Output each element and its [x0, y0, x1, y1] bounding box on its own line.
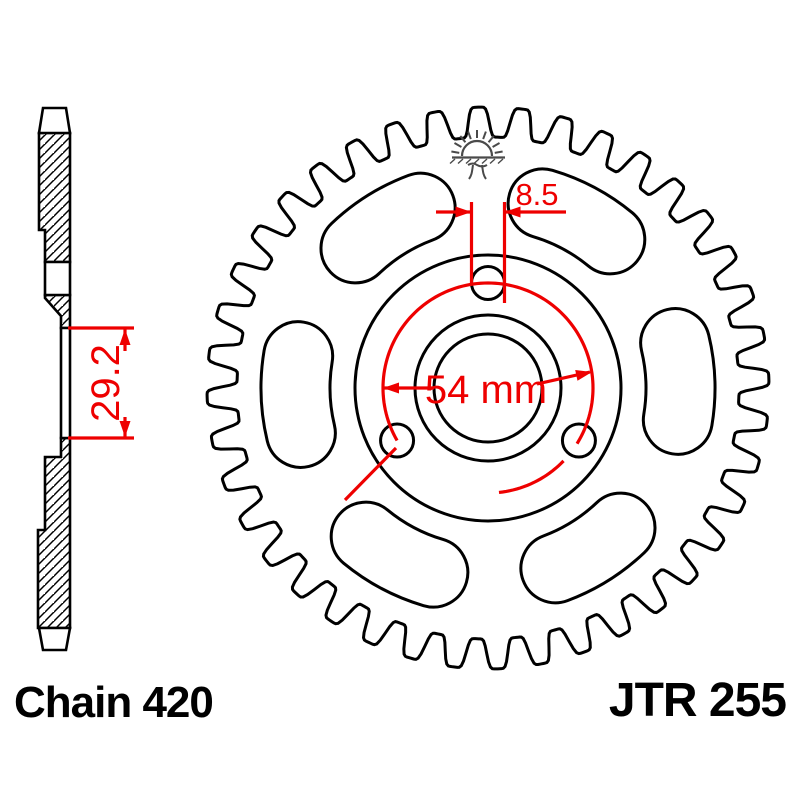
horizon-tick [497, 158, 504, 165]
horizon-tick [489, 158, 496, 165]
horizon-tick [449, 158, 456, 165]
logo-glyph-leg [468, 164, 474, 180]
dimension-annotations [68, 202, 595, 502]
sun-ray [494, 150, 503, 154]
bcd-dim-arrowhead [383, 382, 399, 394]
bolt-hole-diameter-label: 8.5 [515, 177, 558, 212]
section-tooth-cap-bottom [37, 626, 72, 652]
bolt-circle-tail-line [343, 446, 398, 502]
section-bore-window [59, 326, 72, 440]
bore-dim-arrowhead [119, 421, 131, 437]
sun-ray [451, 150, 460, 154]
lightening-slot [506, 167, 647, 276]
horizon-tick [465, 158, 472, 165]
sun-ray [467, 131, 472, 140]
hole-dim-arrowhead [455, 206, 472, 218]
sun-ray [459, 135, 467, 143]
sun-ray [453, 142, 462, 148]
horizon-tick [481, 158, 488, 165]
bore-dim-arrowhead [119, 329, 131, 345]
horizon-tick [457, 158, 464, 165]
cross-section-view [36, 106, 72, 652]
sun-dome [460, 139, 494, 157]
lightening-slot [639, 307, 717, 456]
bolt-circle-arc [381, 281, 595, 445]
lightening-slot [329, 500, 470, 609]
section-lower-band [36, 436, 72, 630]
horizon-tick [473, 158, 480, 165]
section-bolt-hole-window [43, 260, 72, 297]
bore-diameter-label: 29.2 [84, 344, 128, 422]
bcd-dim-arrowhead [575, 369, 592, 381]
bolt-circle-diameter-label: 54 mm [425, 368, 547, 412]
logo-glyph-leg [481, 164, 487, 180]
sun-ray [487, 135, 495, 143]
logo-glyph-bar [467, 162, 488, 168]
sun-ray [482, 131, 487, 140]
sun-ray [492, 142, 501, 148]
lightening-slot [259, 320, 337, 469]
part-number-label: JTR 255 [609, 674, 786, 727]
jt-sun-logo [449, 130, 505, 180]
lightening-slot [519, 491, 657, 605]
chain-size-label: Chain 420 [14, 678, 213, 727]
hub-circle [353, 253, 623, 523]
bolt-circle-arc-segment [498, 459, 565, 495]
lightening-slot [319, 171, 457, 285]
section-tooth-cap-top [37, 106, 72, 135]
hole-dim-arrowhead [504, 206, 521, 218]
